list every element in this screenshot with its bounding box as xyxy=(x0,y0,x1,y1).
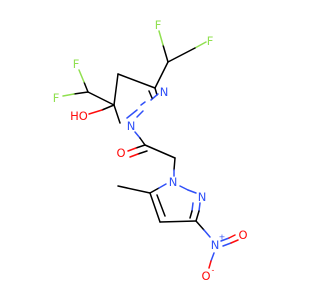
bond-chf2-c3 xyxy=(154,61,169,89)
atom-nitro-nitrogen: N xyxy=(211,238,220,252)
bond-n1-c-carbonyl xyxy=(139,137,146,146)
bond-c-f4 xyxy=(62,93,75,97)
bond-n1-c5 xyxy=(126,109,138,119)
bond-n1-n2 xyxy=(179,185,189,191)
atom-nitrogen-pyrazoline-1: N xyxy=(127,119,136,133)
bond-c3-nitro xyxy=(195,220,205,231)
atom-fluorine-3: F xyxy=(73,57,80,71)
bond-nitro-o-double xyxy=(230,239,239,244)
bond-nitro-o-single xyxy=(210,252,215,262)
atom-hydroxyl: HO xyxy=(70,109,88,123)
bond-n1-c5 xyxy=(113,104,121,124)
bond-c-f1 xyxy=(167,47,196,63)
molecule-structure: F F F F N N HO O N N N + O O - xyxy=(53,18,248,283)
bond-c3-n2 xyxy=(154,87,158,96)
bond-c-f2 xyxy=(158,30,164,46)
bond-c-f3 xyxy=(78,69,85,83)
bond-nitro-o-double xyxy=(228,234,236,239)
bond-c4-c5 xyxy=(113,73,119,106)
bond-c4-c5-double xyxy=(156,194,166,217)
atom-nitrogen-pyrazole-1: N xyxy=(169,175,178,189)
bond-n2-c3 xyxy=(195,210,200,222)
bond-nitro-o-double xyxy=(220,237,230,242)
bond-c3-n2-double xyxy=(148,90,153,99)
atom-nitro-oxygen-double: O xyxy=(238,228,247,242)
atom-labels: F F F F N N HO O N N N + O O - xyxy=(53,18,248,283)
bond-n1-n2 xyxy=(187,189,197,194)
atom-fluorine-4: F xyxy=(53,91,60,105)
atom-nitro-oxygen-charge: - xyxy=(212,266,215,275)
bond-c5-chf2 xyxy=(87,91,115,106)
bond-c5-n1 xyxy=(149,187,160,194)
bond-n1-c5-link xyxy=(140,101,146,106)
bond-c5-methyl xyxy=(117,185,151,194)
bond-c5-n1 xyxy=(158,183,167,189)
bond-c-o-double xyxy=(135,144,146,149)
structure-drawing: F F F F N N HO O N N N + O O - xyxy=(53,18,248,283)
bond-c-f4 xyxy=(73,91,89,95)
bond-ch2-n xyxy=(173,157,176,171)
bond-c5-o xyxy=(101,104,115,111)
bond-c3-c4 xyxy=(117,73,156,89)
bond-n2-c3 xyxy=(198,202,201,212)
bond-n2-n1 xyxy=(136,110,144,118)
atom-fluorine-1: F xyxy=(207,34,214,48)
bond-c4-c5 xyxy=(149,192,161,223)
bond-c5-o xyxy=(88,109,103,115)
atom-fluorine-2: F xyxy=(155,18,162,32)
bond-c-ch2 xyxy=(144,144,176,159)
bond-c-f2 xyxy=(162,44,169,63)
bond-c-f1 xyxy=(194,41,207,49)
bonds xyxy=(62,30,239,269)
bond-n2-c3-double xyxy=(189,210,193,219)
bond-c-o-double xyxy=(127,147,137,152)
atom-nitrogen-pyrazole-2: N xyxy=(198,190,207,204)
bond-c-f3 xyxy=(83,81,89,93)
atom-nitro-nitrogen-charge: + xyxy=(219,233,226,242)
bond-n2-c3-double xyxy=(191,202,194,212)
atom-nitrogen-pyrazoline-2: N xyxy=(160,85,169,99)
bond-c-o-double xyxy=(129,153,139,158)
bond-c3-nitro xyxy=(203,229,211,238)
bond-n1-c-carbonyl xyxy=(134,131,141,139)
bond-nitro-o-double xyxy=(222,242,232,247)
bond-c-o-double xyxy=(137,150,148,155)
atom-carbonyl-oxygen: O xyxy=(116,146,125,160)
atom-nitro-oxygen-single: O xyxy=(201,269,210,283)
bond-c3-c4 xyxy=(159,220,197,223)
bond-nitro-o-single xyxy=(208,260,212,269)
bond-n2-n1 xyxy=(150,93,159,101)
